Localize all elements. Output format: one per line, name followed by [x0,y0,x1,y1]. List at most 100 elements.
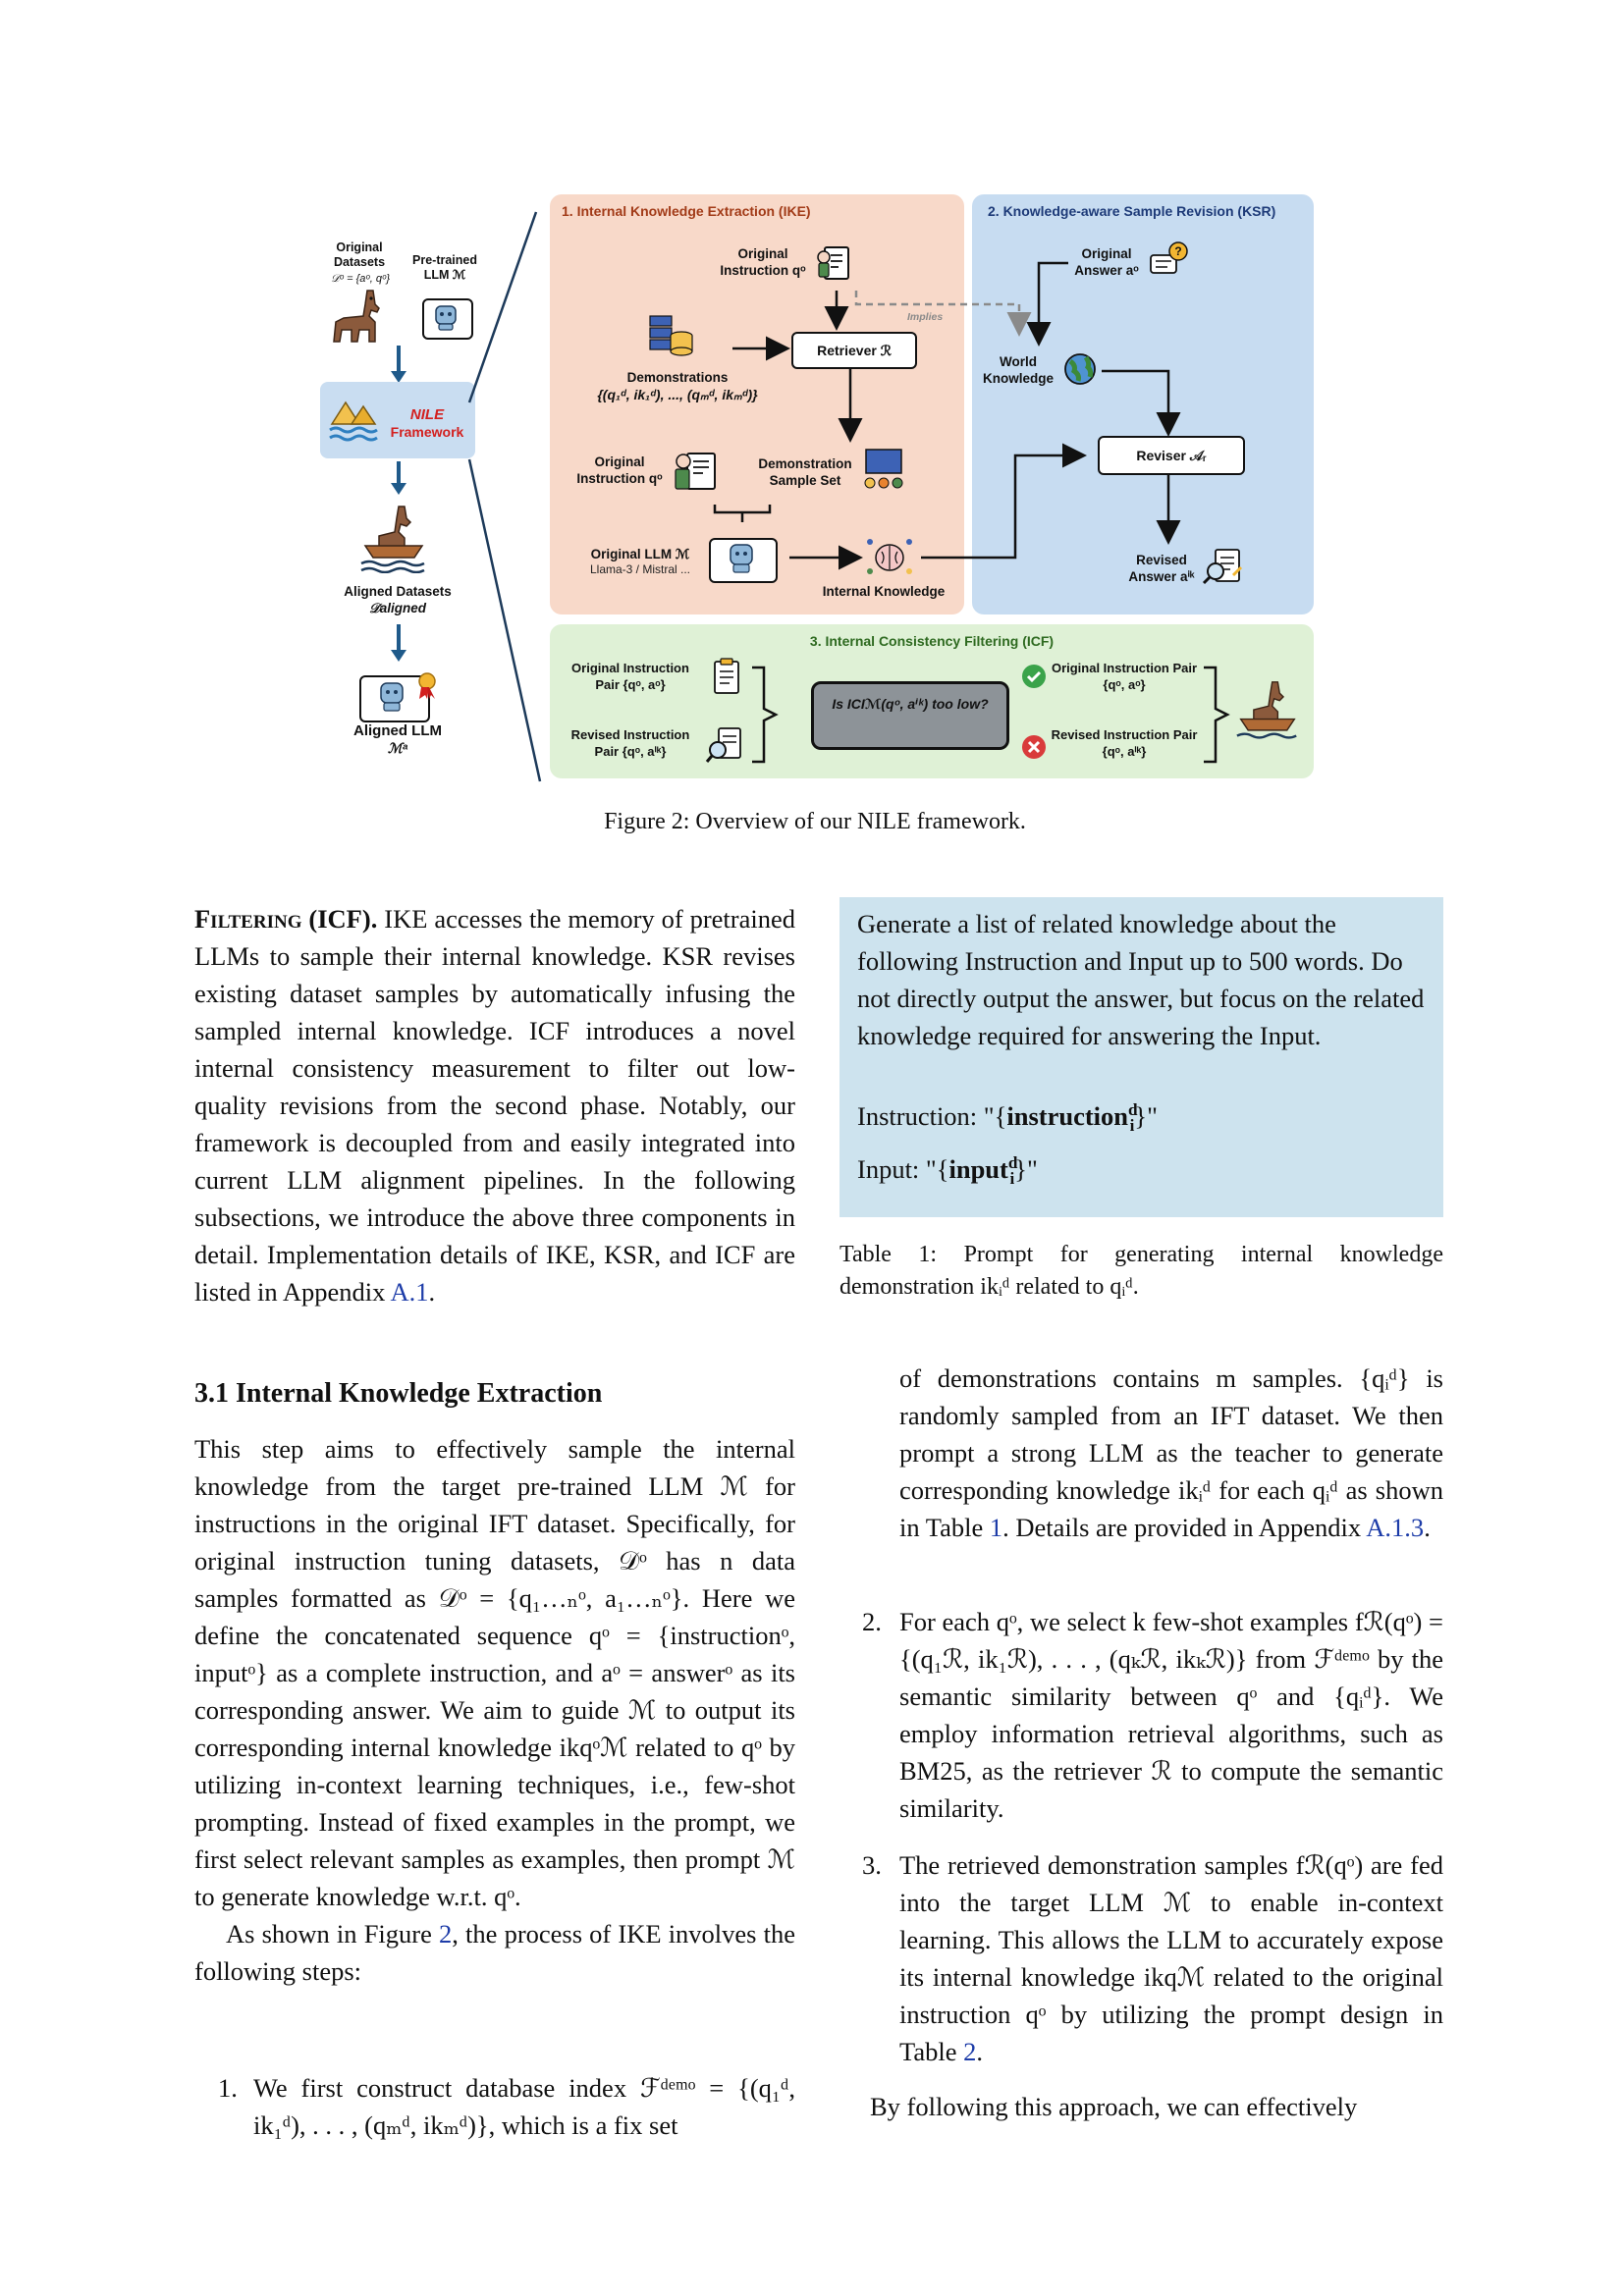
globe-icon [1064,353,1096,385]
closing-line: By following this approach, we can effec… [870,2092,1358,2121]
step3-text: The retrieved demonstration samples fℛ(q… [899,1846,1443,2070]
cross-icon [1022,735,1046,759]
table-link[interactable]: 1 [989,1513,1003,1542]
icf-orig-pair-right: Original Instruction Pair {qᵒ, aᵒ} [1051,661,1198,692]
original-llm-robot-icon [709,538,778,583]
prompt-body: Generate a list of related knowledge abo… [857,905,1427,1198]
figure-caption: Figure 2: Overview of our NILE framework… [604,809,1026,834]
prompt-instruction-line: Instruction: "{instructiondi}" [857,1100,1158,1136]
prompt-input-label: Input: "{ [857,1153,949,1184]
ksr-original-answer: Original Answer aᵒ [1074,246,1139,278]
retriever-label: Retriever ℛ [817,342,892,358]
bracket-icon [713,505,772,522]
prompt-input-line: Input: "{inputdi}" [857,1153,1038,1189]
step2-number: 2. [862,1607,882,1636]
original-datasets-formula: 𝒟ᵒ = {aᵒ, qᵒ} [330,273,391,285]
arrow-down-icon [391,461,406,495]
appendix-link-2[interactable]: A.1.3 [1366,1513,1425,1542]
icf-question: Is ICIℳ(qᵒ, aⁱᵏ) too low? [832,696,989,712]
ike-demonstrations: Demonstrations [626,370,729,385]
aligned-robot-icon [359,675,430,722]
ike-original-instruction: Original Instruction qᵒ [720,246,806,278]
ike-demonstrations-formula: {(q₁ᵈ, ik₁ᵈ), ..., (qₘᵈ, ikₘᵈ)} [597,387,758,402]
aligned-llm-label: Aligned LLM [353,722,442,739]
step1-continuation: of demonstrations contains m samples. {q… [899,1360,1443,1546]
ksr-world-knowledge: World Knowledge [982,354,1054,386]
arrow-down-icon [391,346,406,383]
ike-demo-sample-set: Demonstration Sample Set [758,456,852,488]
right-brace-icon [1204,666,1230,764]
table-link-2[interactable]: 2 [963,2037,977,2066]
reviser-box: Reviser 𝒜ᵣ [1098,436,1245,475]
revised-doc-icon [705,727,741,763]
check-icon [1022,665,1046,688]
step2-text: For each qᵒ, we select k few-shot exampl… [899,1607,1443,1823]
original-datasets-label: Original Datasets [333,240,386,269]
ksr-title: 2. Knowledge-aware Sample Revision (KSR) [988,203,1276,219]
p2-text-b: , the process of IKE involves the follow… [194,1919,796,1986]
ksr-revised-answer: Revised Answer aⁱᵏ [1128,553,1195,584]
ike-original-llm-sub: Llama-3 / Mistral ... [589,562,691,576]
prompt-box [839,897,1443,1217]
instruction-doc-icon [817,246,849,280]
brain-knowledge-icon [867,539,912,574]
prompt-instruction-var: instruction [1006,1100,1129,1131]
step3-text-b: . [976,2037,983,2066]
icf-rev-pair-right: Revised Instruction Pair {qᵒ, aⁱᵏ} [1051,727,1198,759]
appendix-link[interactable]: A.1 [390,1277,429,1307]
zoom-lines [467,211,542,782]
ike-arrows [732,291,1087,570]
nile-pyramid-icon [329,400,378,442]
award-ribbon-icon [418,672,436,699]
icf-rev-pair: Revised Instruction Pair {qᵒ, aⁱᵏ} [570,727,690,759]
ike-internal-knowledge: Internal Knowledge [822,584,946,599]
aligned-llm-formula: ℳᵃ [387,740,408,756]
prompt-input-var: input [948,1153,1008,1184]
arrow-down-icon [391,624,406,662]
step3-text-a: The retrieved demonstration samples fℛ(q… [899,1850,1443,2066]
icf-question-box: Is ICIℳ(qᵒ, aⁱᵏ) too low? [811,681,1009,750]
revised-doc-icon [1202,549,1243,585]
ksr-arrows [1026,261,1181,545]
llama-icon [333,290,380,343]
nile-title: NILE [409,406,445,423]
answer-bubble-icon: ? [1150,241,1188,274]
pretrained-llm-label: Pre-trained LLM ℳ [412,253,477,282]
llama-boat-icon [360,506,425,573]
clipboard-icon [714,658,739,694]
ike-title: 1. Internal Knowledge Extraction (IKE) [562,203,811,219]
ike-original-llm: Original LLM ℳ [590,547,690,561]
step1-cont-a: of demonstrations contains m samples. {q… [899,1363,1443,1542]
p2-text-a: As shown in Figure [226,1919,440,1949]
reviser-label: Reviser 𝒜ᵣ [1136,447,1207,463]
ksr-panel [972,194,1314,614]
section-paragraph-1: This step aims to effectively sample the… [194,1434,795,1911]
section-body: This step aims to effectively sample the… [194,1430,795,1990]
aligned-datasets-formula: 𝒟aligned [368,601,427,615]
intro-lead: Filtering (ICF). [194,904,378,934]
instruction-doc-icon [675,453,716,490]
step3-number: 3. [862,1850,882,1880]
step1-text: We first construct database index ℱᵈᵉᵐᵒ … [253,2073,795,2140]
prompt-text: Generate a list of related knowledge abo… [857,909,1425,1050]
right-brace-icon [752,666,779,764]
retriever-box: Retriever ℛ [791,332,917,369]
ike-original-instruction-2: Original Instruction qᵒ [576,454,663,486]
llama-boat-icon [1236,681,1297,739]
intro-paragraph: Filtering (ICF). IKE accesses the memory… [194,904,795,1307]
section-title: 3.1 Internal Knowledge Extraction [194,1378,603,1409]
icf-title: 3. Internal Consistency Filtering (ICF) [809,633,1055,649]
database-icon [649,315,693,356]
step1-number: 1. [218,2073,238,2103]
icf-orig-pair: Original Instruction Pair {qᵒ, aᵒ} [571,661,689,692]
figure-link[interactable]: 2 [439,1919,453,1949]
presentation-icon [864,449,903,489]
prompt-instruction-label: Instruction: "{ [857,1100,1007,1131]
nile-subtitle: Framework [390,424,464,440]
svg-text:?: ? [1174,244,1181,258]
intro-text: IKE accesses the memory of pretrained LL… [194,904,795,1307]
llm-robot-icon [422,298,473,340]
step1-cont-c: . [1424,1513,1431,1542]
aligned-datasets-label: Aligned Datasets [344,584,452,599]
implies-label: Implies [907,311,944,323]
